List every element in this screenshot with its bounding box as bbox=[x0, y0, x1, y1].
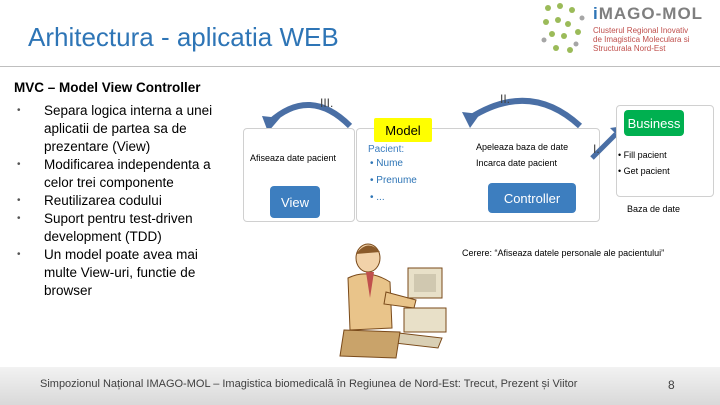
model-item: • Nume bbox=[370, 158, 403, 169]
logo-name: iMAGO-MOL bbox=[593, 4, 704, 23]
imago-mol-logo bbox=[541, 3, 585, 53]
arrow-label-ii: II. bbox=[500, 92, 511, 106]
bullet-icon: • bbox=[618, 150, 624, 160]
bullet-icon: • bbox=[370, 175, 377, 186]
bullet-icon: • bbox=[17, 213, 21, 224]
bullet-item: •Separa logica interna a unei aplicatii … bbox=[17, 103, 213, 154]
logo-line-2: de Imagistica Moleculara si bbox=[593, 35, 690, 44]
bullet-item: •Modificarea independenta a celor trei c… bbox=[17, 157, 211, 190]
model-item: • ... bbox=[370, 192, 385, 203]
business-item: • Get pacient bbox=[618, 166, 670, 176]
business-box: Business bbox=[624, 110, 684, 136]
logo-line-1: Clusterul Regional Inovativ bbox=[593, 26, 689, 35]
model-box: Model bbox=[374, 118, 432, 142]
bullet-list: •Separa logica interna a unei aplicatii … bbox=[14, 102, 224, 300]
page-number: 8 bbox=[668, 378, 675, 392]
footer-text: Simpozionul Național IMAGO-MOL – Imagist… bbox=[40, 378, 578, 390]
arrow-ii-head bbox=[462, 112, 480, 128]
db-note: Baza de date bbox=[627, 204, 681, 214]
bullet-icon: • bbox=[17, 159, 21, 170]
title-divider bbox=[0, 66, 720, 67]
bullet-icon: • bbox=[370, 158, 377, 169]
view-box: View bbox=[270, 186, 320, 218]
model-header: Pacient: bbox=[368, 144, 405, 155]
bullet-icon: • bbox=[17, 249, 21, 260]
request-note: Cerere: “Afiseaza datele personale ale p… bbox=[462, 248, 665, 258]
arrow-ii bbox=[468, 97, 583, 129]
arrow-iii bbox=[267, 101, 353, 129]
arrow-label-i: I. bbox=[593, 142, 600, 156]
footer-bar bbox=[0, 367, 720, 405]
bullet-item: •Suport pentru test-driven development (… bbox=[17, 211, 193, 244]
person-at-computer-image bbox=[339, 243, 447, 359]
bullet-icon: • bbox=[370, 192, 377, 203]
logo-line-3: Structurala Nord-Est bbox=[593, 44, 666, 53]
bullet-icon: • bbox=[17, 105, 21, 116]
view-note: Afiseaza date pacient bbox=[250, 153, 337, 163]
controller-note-2: Incarca date pacient bbox=[476, 158, 558, 168]
bullet-icon: • bbox=[618, 166, 624, 176]
controller-note-1: Apeleaza baza de date bbox=[476, 142, 569, 152]
model-item: • Prenume bbox=[370, 175, 417, 186]
arrow-label-iii: III. bbox=[320, 96, 334, 110]
bullet-icon: • bbox=[17, 195, 21, 206]
bullet-item: •Reutilizarea codului bbox=[17, 193, 162, 208]
page-title: Arhitectura - aplicatia WEB bbox=[28, 22, 339, 52]
bullet-item: •Un model poate avea mai multe View-uri,… bbox=[17, 247, 198, 298]
controller-box: Controller bbox=[488, 183, 576, 213]
business-item: • Fill pacient bbox=[618, 150, 667, 160]
mvc-heading: MVC – Model View Controller bbox=[14, 80, 201, 95]
